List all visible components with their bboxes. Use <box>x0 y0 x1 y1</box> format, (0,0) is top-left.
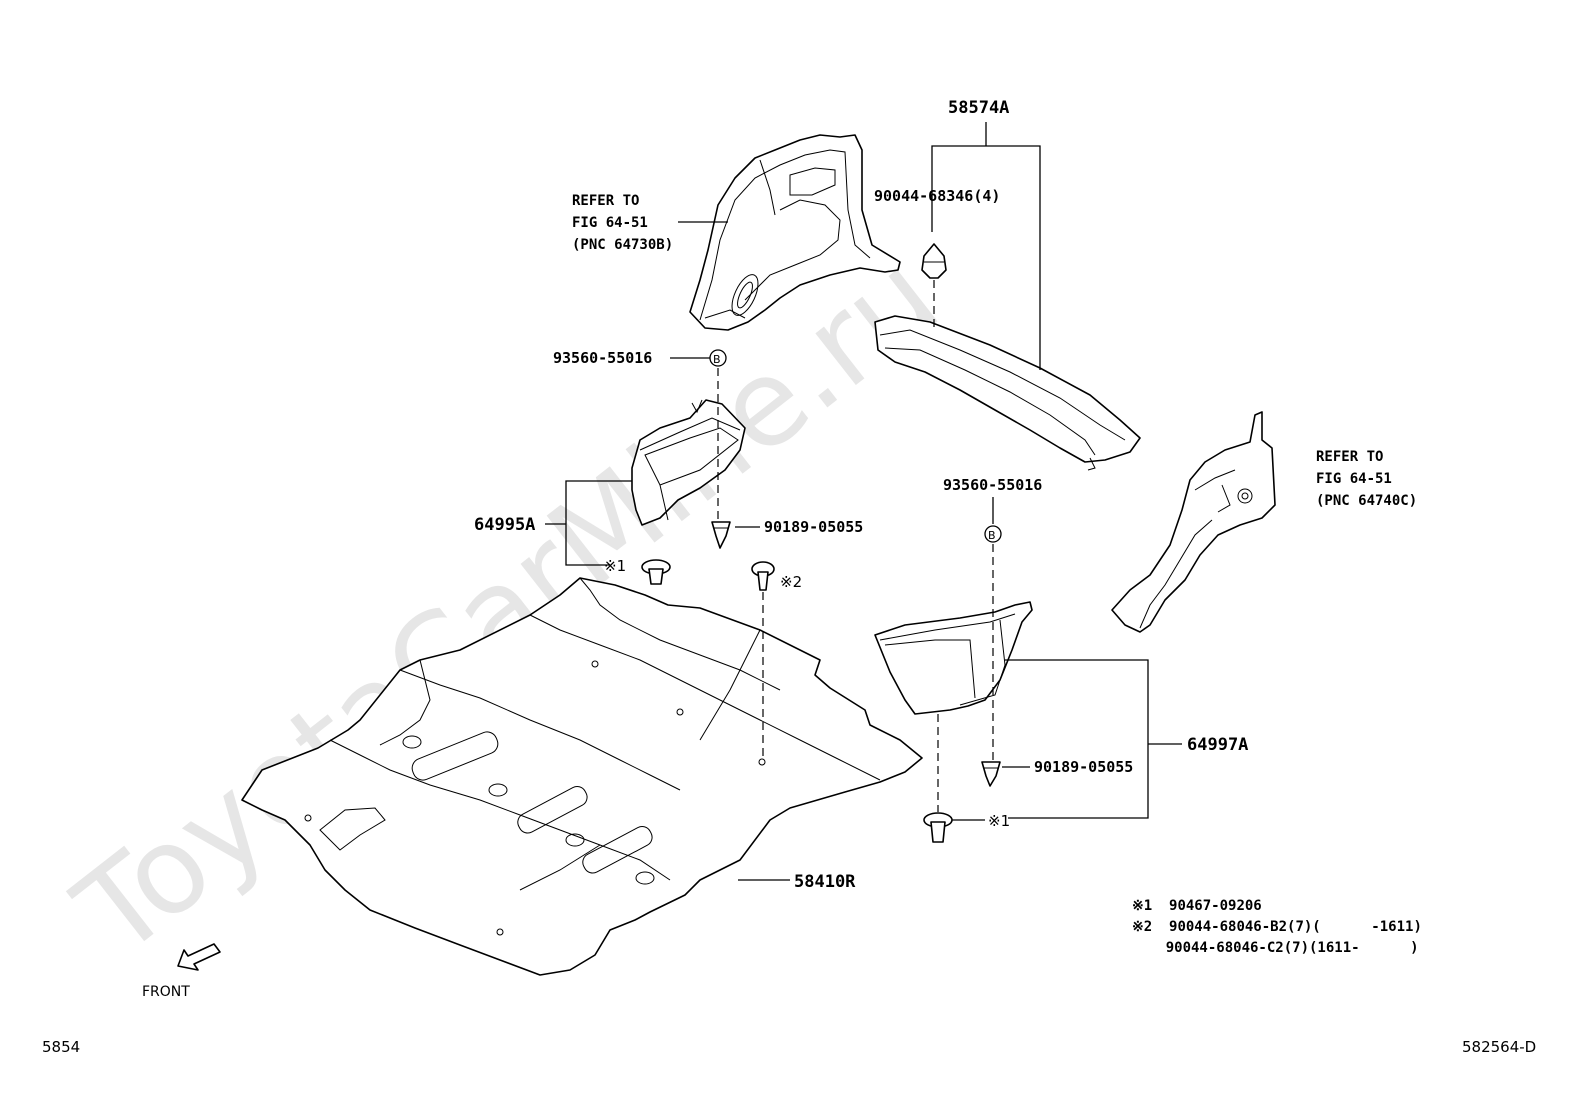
label-refer-right-3: (PNC 64740C) <box>1316 493 1417 509</box>
label-mark1-right: ※1 <box>988 812 1010 830</box>
label-mark2: ※2 <box>780 573 802 591</box>
legend-line-3: 90044-68046-C2(7)(1611- ) <box>1132 940 1419 956</box>
label-58574A: 58574A <box>948 98 1009 118</box>
svg-text:B: B <box>713 353 721 366</box>
rear-floor-sill-plate <box>874 315 1141 471</box>
clip-90189-05055-left <box>711 521 731 549</box>
circle-b-marker-left: B <box>709 349 727 367</box>
label-90189-05055-right: 90189-05055 <box>1034 758 1133 776</box>
label-refer-left-1: REFER TO <box>572 193 639 209</box>
label-93560-55016-left: 93560-55016 <box>553 349 652 367</box>
left-quarter-trim-panel <box>689 134 901 331</box>
label-90044-68346: 90044-68346(4) <box>874 187 1000 205</box>
label-front: FRONT <box>142 984 190 1000</box>
label-mark1-left: ※1 <box>604 557 626 575</box>
front-arrow-icon <box>177 943 221 971</box>
right-quarter-trim-panel <box>1111 411 1276 633</box>
floor-carpet <box>241 577 923 976</box>
footer-page-number: 5854 <box>42 1038 80 1056</box>
label-58410R: 58410R <box>794 872 856 892</box>
screw-mark2 <box>751 561 775 591</box>
assembly-lines <box>717 280 994 812</box>
label-64997A: 64997A <box>1187 735 1248 755</box>
legend-line-1: ※1 90467-09206 <box>1132 898 1262 914</box>
clip-90044-68346 <box>921 243 947 279</box>
label-refer-right-1: REFER TO <box>1316 449 1383 465</box>
label-90189-05055-left: 90189-05055 <box>764 518 863 536</box>
clip-mark1-left <box>641 559 671 585</box>
legend: ※1 90467-09206 ※2 90044-68046-B2(7)( -16… <box>1132 898 1422 956</box>
svg-text:B: B <box>988 529 996 542</box>
label-93560-55016-right: 93560-55016 <box>943 476 1042 494</box>
circle-b-marker-right: B <box>984 525 1002 543</box>
label-64995A: 64995A <box>474 515 535 535</box>
label-refer-left-3: (PNC 64730B) <box>572 237 673 253</box>
left-deck-side-box <box>631 399 746 526</box>
legend-line-2: ※2 90044-68046-B2(7)( -1611) <box>1132 919 1422 935</box>
footer-diagram-code: 582564-D <box>1462 1038 1536 1056</box>
leader-lines <box>545 122 1182 881</box>
clip-mark1-right <box>923 812 953 843</box>
label-refer-right-2: FIG 64-51 <box>1316 471 1392 487</box>
label-refer-left-2: FIG 64-51 <box>572 215 648 231</box>
right-deck-side-box <box>874 601 1033 715</box>
clip-90189-05055-right <box>981 761 1001 787</box>
